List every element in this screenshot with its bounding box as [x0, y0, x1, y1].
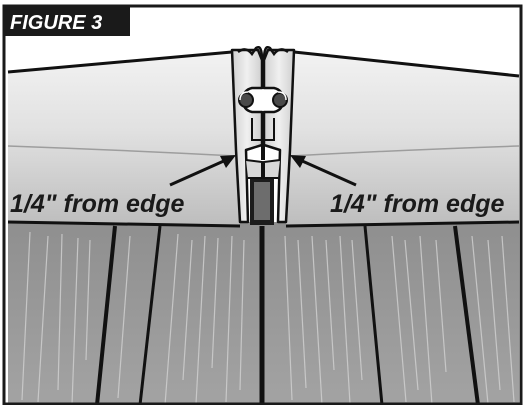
roof-right-panel: [285, 50, 520, 228]
callout-label-left: 1/4" from edge: [10, 190, 184, 218]
figure-label-badge: FIGURE 3: [4, 6, 130, 36]
wall-panels: [8, 222, 519, 405]
figure-label: FIGURE 3: [10, 12, 102, 34]
roof-left-panel: [7, 50, 241, 228]
callout-arrow-right: [290, 155, 357, 187]
callout-arrow-left: [169, 155, 236, 187]
callout-label-right: 1/4" from edge: [330, 190, 504, 218]
ridge-joint-cap: [230, 46, 296, 225]
wood-grain: [21, 231, 515, 405]
